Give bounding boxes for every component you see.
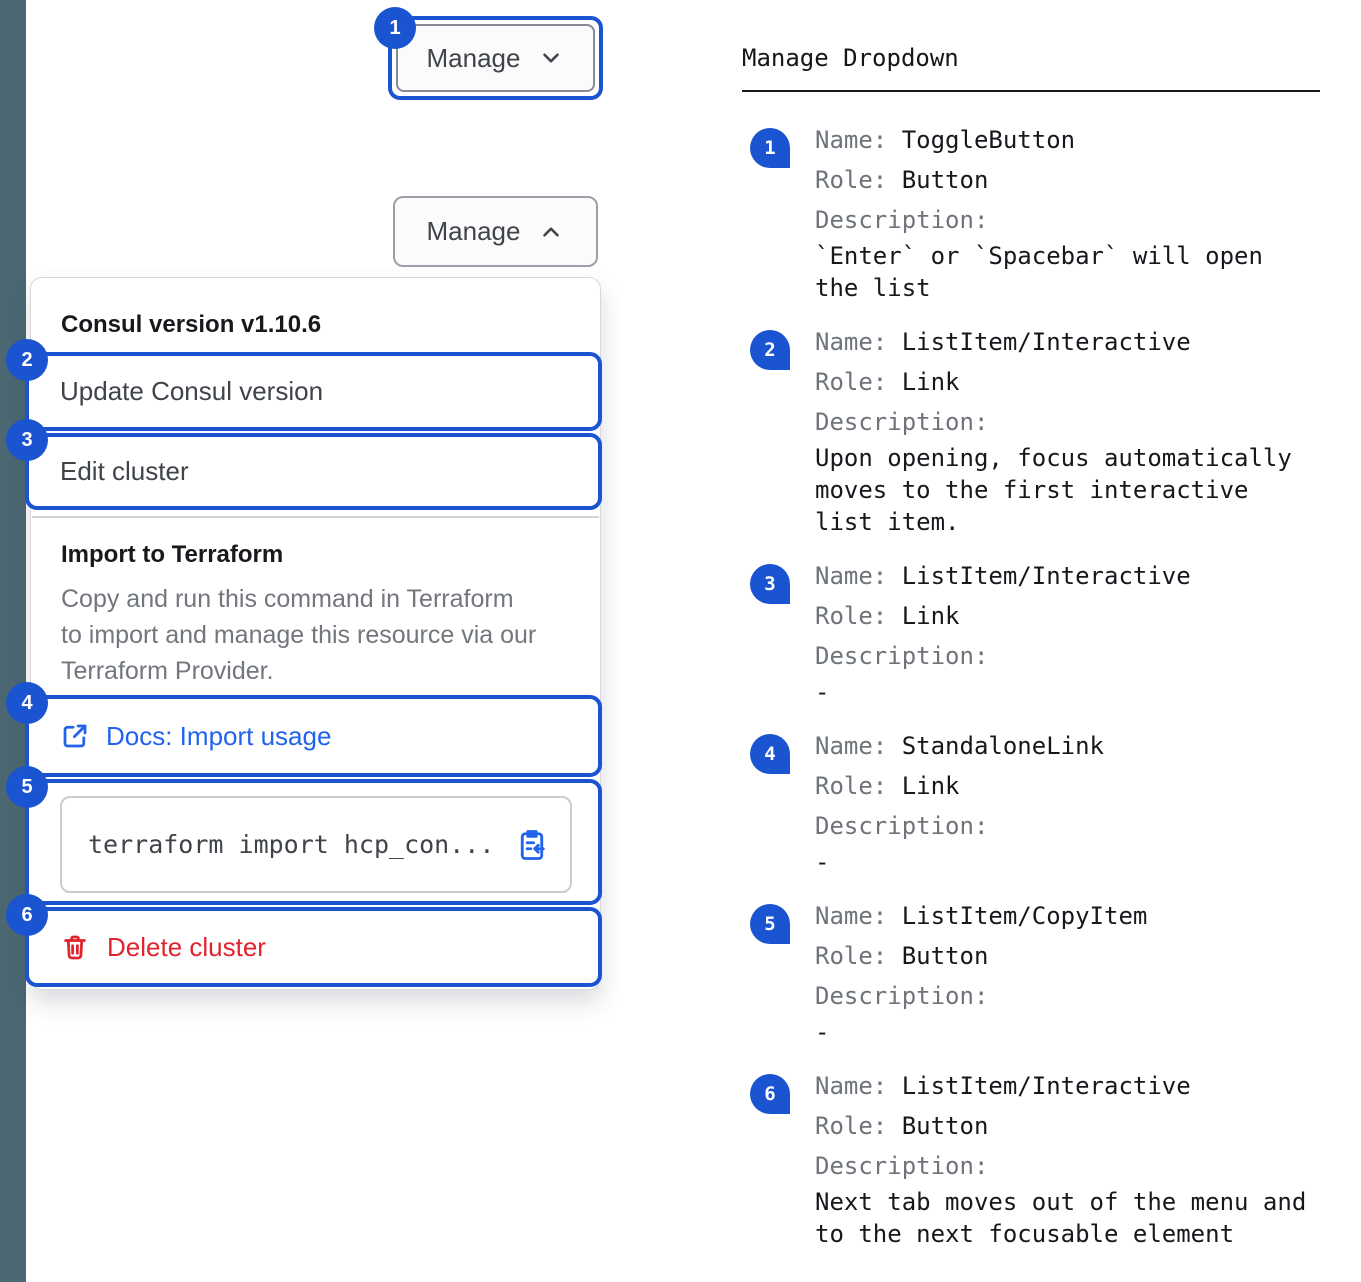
left-edge-bar xyxy=(0,0,26,1282)
consul-version-label: Consul version v1.10.6 xyxy=(61,311,322,338)
annotation-outline-1: Manage xyxy=(388,16,603,100)
annotation-number: 4 xyxy=(21,691,33,714)
spec-badge-6: 6 xyxy=(750,1074,790,1114)
spec-description-text: Upon opening, focus automatically moves … xyxy=(815,444,1292,536)
annotation-number: 5 xyxy=(764,913,776,935)
spec-description-label: Description: xyxy=(815,1152,989,1180)
spec-badge-3: 3 xyxy=(750,564,790,604)
spec-role-row: Role: Link xyxy=(815,772,960,800)
clipboard-copy-icon xyxy=(520,829,545,860)
menu-item-docs-import-usage[interactable]: Docs: Import usage xyxy=(25,695,602,777)
menu-divider xyxy=(32,516,599,518)
spec-name-row: Name: ListItem/Interactive xyxy=(815,328,1191,356)
annotation-badge-6: 6 xyxy=(6,894,48,936)
import-terraform-heading: Import to Terraform xyxy=(61,541,284,568)
menu-item-delete-cluster[interactable]: Delete cluster xyxy=(25,907,602,987)
spec-item-6: 6 Name: ListItem/Interactive Role: Butto… xyxy=(742,1066,1320,1250)
annotation-number: 5 xyxy=(21,775,33,798)
spec-panel: Manage Dropdown 1 Name: ToggleButton Rol… xyxy=(742,30,1320,1268)
spec-item-1: 1 Name: ToggleButton Role: Button Descri… xyxy=(742,120,1320,304)
spec-description-label: Description: xyxy=(815,408,989,436)
spec-badge-2: 2 xyxy=(750,330,790,370)
annotation-badge-3: 3 xyxy=(6,419,48,461)
spec-description-text: - xyxy=(815,848,830,876)
manage-toggle-button-expanded[interactable]: Manage xyxy=(393,196,598,267)
annotation-number: 6 xyxy=(764,1083,776,1105)
spec-description-text: - xyxy=(815,1018,830,1046)
spec-panel-title: Manage Dropdown xyxy=(742,44,959,72)
spec-description-label: Description: xyxy=(815,206,989,234)
menu-item-update-consul-version[interactable]: Update Consul version xyxy=(25,352,602,431)
spec-role-row: Role: Link xyxy=(815,368,960,396)
delete-cluster-label: Delete cluster xyxy=(107,931,266,962)
spec-description-text: Next tab moves out of the menu and to th… xyxy=(815,1188,1307,1248)
menu-item-label: Edit cluster xyxy=(60,456,189,486)
annotation-badge-2: 2 xyxy=(6,339,48,381)
menu-item-copy-command[interactable]: terraform import hcp_con... xyxy=(25,779,602,905)
annotation-number: 2 xyxy=(764,339,776,361)
menu-item-label: Update Consul version xyxy=(60,376,324,406)
chevron-up-icon xyxy=(543,226,560,237)
annotation-number: 6 xyxy=(21,903,33,926)
annotation-number: 2 xyxy=(21,348,33,371)
spec-item-5: 5 Name: ListItem/CopyItem Role: Button D… xyxy=(742,896,1320,1048)
spec-role-row: Role: Link xyxy=(815,602,960,630)
spec-description-text: - xyxy=(815,678,830,706)
spec-role-row: Role: Button xyxy=(815,166,989,194)
annotation-badge-1: 1 xyxy=(374,7,416,49)
spec-name-row: Name: ToggleButton xyxy=(815,126,1076,154)
import-terraform-description: Copy and run this command in Terraform t… xyxy=(61,585,537,685)
menu-item-edit-cluster[interactable]: Edit cluster xyxy=(25,433,602,510)
spec-description-label: Description: xyxy=(815,642,989,670)
manage-toggle-button-collapsed[interactable]: Manage xyxy=(396,24,595,92)
spec-item-3: 3 Name: ListItem/Interactive Role: Link … xyxy=(742,556,1320,708)
spec-name-row: Name: ListItem/CopyItem xyxy=(815,902,1148,930)
spec-description-label: Description: xyxy=(815,812,989,840)
terraform-import-command: terraform import hcp_con... xyxy=(88,830,495,859)
spec-role-row: Role: Button xyxy=(815,1112,989,1140)
spec-name-row: Name: ListItem/Interactive xyxy=(815,562,1191,590)
docs-link-label: Docs: Import usage xyxy=(106,720,332,751)
spec-badge-4: 4 xyxy=(750,734,790,774)
spec-description-text: `Enter` or `Spacebar` will open the list xyxy=(815,242,1263,302)
annotation-number: 3 xyxy=(21,428,33,451)
manage-button-label: Manage xyxy=(426,216,521,246)
manage-button-label: Manage xyxy=(426,42,521,73)
spec-item-2: 2 Name: ListItem/Interactive Role: Link … xyxy=(742,322,1320,538)
copy-command-field[interactable]: terraform import hcp_con... xyxy=(60,796,572,893)
external-link-icon xyxy=(63,724,87,748)
spec-badge-1: 1 xyxy=(750,128,790,168)
annotation-number: 3 xyxy=(764,573,776,595)
annotation-number: 1 xyxy=(389,16,401,39)
annotation-badge-4: 4 xyxy=(6,682,48,724)
spec-item-4: 4 Name: StandaloneLink Role: Link Descri… xyxy=(742,726,1320,878)
spec-name-row: Name: StandaloneLink xyxy=(815,732,1104,760)
spec-title-rule xyxy=(742,90,1320,92)
annotation-number: 4 xyxy=(764,743,776,765)
annotation-badge-5: 5 xyxy=(6,766,48,808)
chevron-down-icon xyxy=(543,53,560,63)
spec-badge-5: 5 xyxy=(750,904,790,944)
trash-icon xyxy=(64,935,86,960)
spec-role-row: Role: Button xyxy=(815,942,989,970)
spec-item-list: 1 Name: ToggleButton Role: Button Descri… xyxy=(742,120,1320,1250)
spec-name-row: Name: ListItem/Interactive xyxy=(815,1072,1191,1100)
spec-description-label: Description: xyxy=(815,982,989,1010)
annotation-number: 1 xyxy=(764,137,776,159)
